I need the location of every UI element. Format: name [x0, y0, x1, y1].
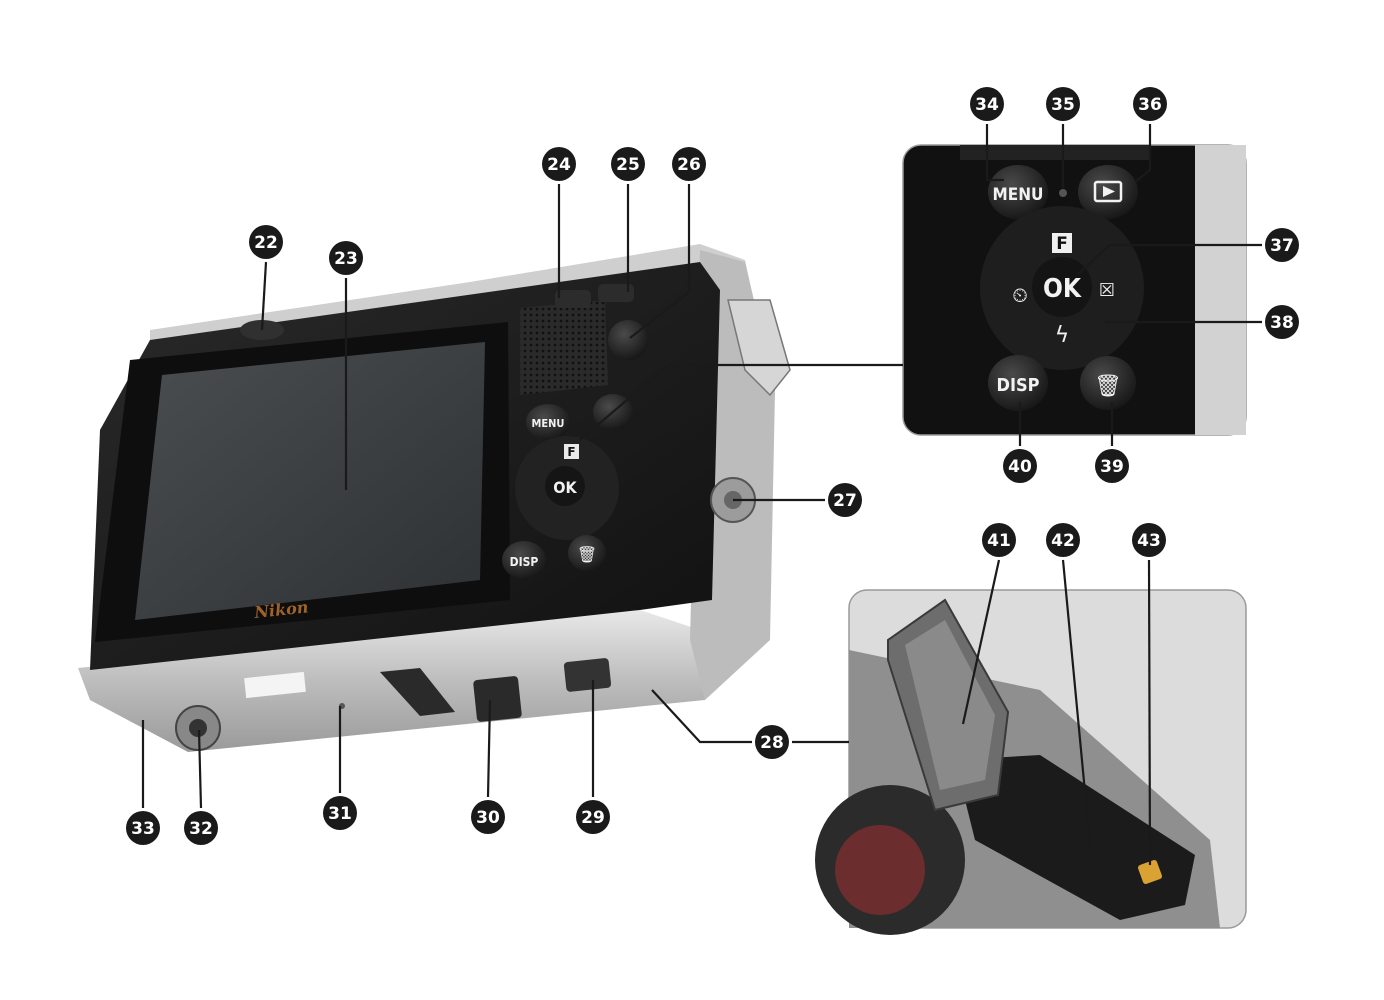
trash-icon: 🗑	[577, 545, 597, 564]
callout-43: 43	[1132, 523, 1166, 557]
svg-text:32: 32	[189, 819, 213, 839]
inset-delete-button[interactable]	[1080, 356, 1136, 410]
svg-text:31: 31	[328, 804, 352, 824]
svg-text:38: 38	[1270, 313, 1294, 333]
movie-record-button[interactable]	[608, 320, 648, 360]
inset-indicator-lamp	[1059, 189, 1067, 197]
inset-battery-chamber	[955, 755, 1195, 920]
disp-button-label: DISP	[510, 555, 539, 569]
inset-trash-icon: 🗑	[1094, 374, 1122, 399]
svg-text:37: 37	[1270, 236, 1294, 256]
callout-28: 28	[755, 725, 789, 759]
callout-23: 23	[329, 241, 363, 275]
leader-lines	[141, 124, 1262, 866]
inset-menu-button-label: MENU	[993, 185, 1044, 205]
svg-text:40: 40	[1008, 457, 1032, 477]
battery-contact	[1138, 860, 1162, 884]
svg-text:27: 27	[833, 491, 857, 511]
svg-text:28: 28	[760, 733, 784, 753]
inset-menu-button[interactable]	[988, 165, 1048, 219]
serial-label	[244, 671, 306, 699]
callouts: 22 23 24 25 26 27 28 29 30 31 32 33 34 3…	[126, 87, 1299, 845]
svg-text:22: 22	[254, 233, 278, 253]
zoom-in-button[interactable]	[598, 284, 634, 302]
camera-main: Nikon MENU OK F DISP 🗑	[78, 244, 791, 752]
inset-disp-button[interactable]	[988, 355, 1048, 411]
self-timer-icon: ⏲	[1012, 283, 1028, 307]
battery-latch[interactable]	[473, 676, 522, 722]
delete-button[interactable]	[568, 535, 606, 571]
menu-button[interactable]	[526, 404, 570, 440]
callout-22: 22	[249, 225, 283, 259]
callout-25: 25	[611, 147, 645, 181]
callout-38: 38	[1265, 305, 1299, 339]
inset-f-mark	[1052, 233, 1072, 253]
play-icon-triangle	[1103, 186, 1115, 197]
svg-text:29: 29	[581, 808, 605, 828]
svg-text:24: 24	[547, 155, 571, 175]
speaker-grille	[520, 300, 608, 395]
disp-button[interactable]	[502, 541, 546, 579]
svg-text:36: 36	[1138, 95, 1162, 115]
battery-cover-inner	[905, 620, 995, 790]
f-mark-label: F	[567, 445, 575, 459]
ok-button[interactable]	[545, 466, 585, 506]
svg-text:35: 35	[1051, 95, 1075, 115]
svg-text:41: 41	[987, 531, 1011, 551]
callout-24: 24	[542, 147, 576, 181]
svg-text:30: 30	[476, 808, 500, 828]
callout-26: 26	[672, 147, 706, 181]
inset-battery	[815, 589, 1247, 935]
callout-35: 35	[1046, 87, 1080, 121]
callout-42: 42	[1046, 523, 1080, 557]
inset-lens-glass	[835, 825, 925, 915]
svg-text:23: 23	[334, 249, 358, 269]
svg-text:26: 26	[677, 155, 701, 175]
f-mark	[564, 444, 579, 459]
tripod-socket-hole	[189, 719, 207, 737]
ok-button-label: OK	[553, 478, 577, 497]
callout-40: 40	[1003, 449, 1037, 483]
inset-f-mark-label: F	[1056, 234, 1068, 254]
inset-buttons-top-edge	[960, 145, 1150, 160]
callout-41: 41	[982, 523, 1016, 557]
svg-text:34: 34	[975, 95, 999, 115]
callout-39: 39	[1095, 449, 1129, 483]
callout-33: 33	[126, 811, 160, 845]
zoom-out-button[interactable]	[555, 290, 591, 308]
callout-36: 36	[1133, 87, 1167, 121]
callout-30: 30	[471, 800, 505, 834]
svg-text:39: 39	[1100, 457, 1124, 477]
menu-button-label: MENU	[532, 417, 565, 430]
inset-ok-button[interactable]	[1032, 257, 1092, 317]
callout-34: 34	[970, 87, 1004, 121]
play-icon	[1093, 180, 1123, 203]
callout-27: 27	[828, 483, 862, 517]
battery-cover-latch[interactable]	[563, 658, 612, 693]
svg-text:33: 33	[131, 819, 155, 839]
svg-text:42: 42	[1051, 531, 1075, 551]
inset-buttons: MENU OK F ⏲ ☒ ϟ DISP 🗑	[902, 144, 1247, 436]
callout-37: 37	[1265, 228, 1299, 262]
svg-text:25: 25	[616, 155, 640, 175]
strap-lug	[727, 299, 791, 397]
callout-29: 29	[576, 800, 610, 834]
inset-disp-button-label: DISP	[997, 375, 1040, 396]
inset-buttons-right-edge	[1195, 145, 1246, 435]
svg-text:43: 43	[1137, 531, 1161, 551]
callout-32: 32	[184, 811, 218, 845]
callout-31: 31	[323, 796, 357, 830]
flash-icon: ϟ	[1055, 323, 1070, 348]
monitor-screen	[135, 342, 485, 620]
bottom-slot	[380, 668, 455, 716]
inset-ok-button-label: OK	[1043, 274, 1082, 304]
exposure-comp-icon: ☒	[1099, 280, 1115, 301]
